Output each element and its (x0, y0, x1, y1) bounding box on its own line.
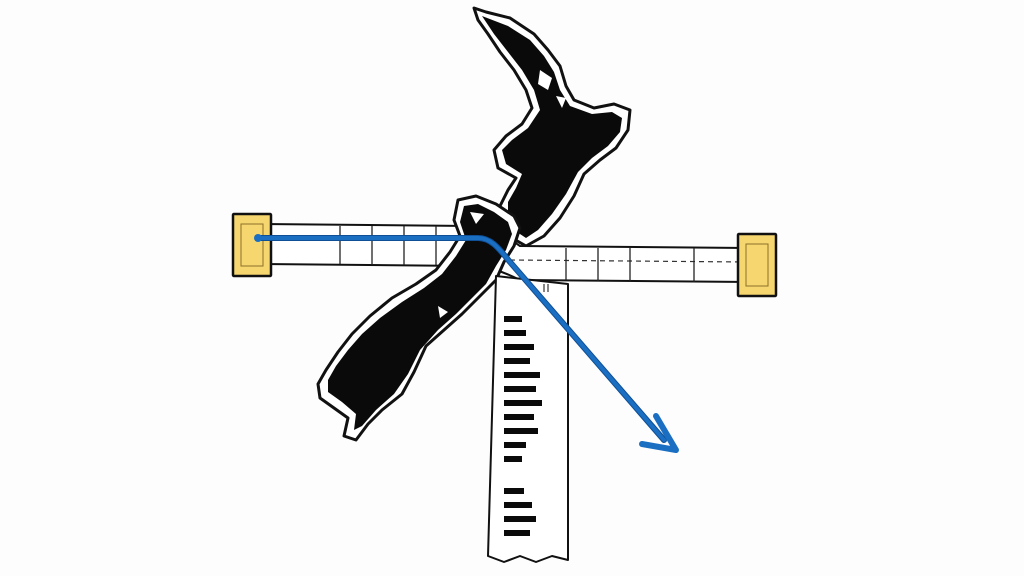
tape-bar (504, 442, 526, 448)
tape-end-left-inner (240, 223, 264, 267)
tape-bar (504, 344, 534, 350)
vertical-tape-bars (504, 316, 542, 536)
tape-bar (504, 516, 536, 522)
tape-bar (504, 530, 530, 536)
tape-bar (504, 358, 530, 364)
tape-bar (504, 488, 524, 494)
tape-bar (504, 456, 522, 462)
south-island (316, 194, 522, 442)
tape-end-right (736, 232, 778, 298)
tape-bar (504, 372, 540, 378)
tape-end-right-inner (745, 243, 769, 287)
route-arrow (254, 234, 679, 453)
north-island (472, 6, 632, 248)
tape-bar (504, 414, 534, 420)
route-arrow-line-highlight (256, 236, 666, 442)
tape-bar (504, 428, 538, 434)
tape-end-right-cap (736, 232, 778, 298)
tape-bar (504, 502, 532, 508)
route-arrow-start (254, 234, 262, 242)
north-island-land (482, 16, 622, 238)
tape-marks (339, 226, 695, 282)
north-island-coast-notch (538, 70, 566, 108)
arrowhead-icon (639, 413, 679, 453)
tape-bar (504, 400, 542, 406)
vertical-tape (487, 275, 569, 563)
tape-dashed-line (509, 259, 747, 263)
tape-bar (504, 386, 536, 392)
tape-end-left-cap (231, 212, 273, 278)
south-island-land (328, 204, 512, 430)
tape-end-left (231, 212, 273, 278)
tape-bar (504, 330, 526, 336)
tape-bar (504, 316, 522, 322)
